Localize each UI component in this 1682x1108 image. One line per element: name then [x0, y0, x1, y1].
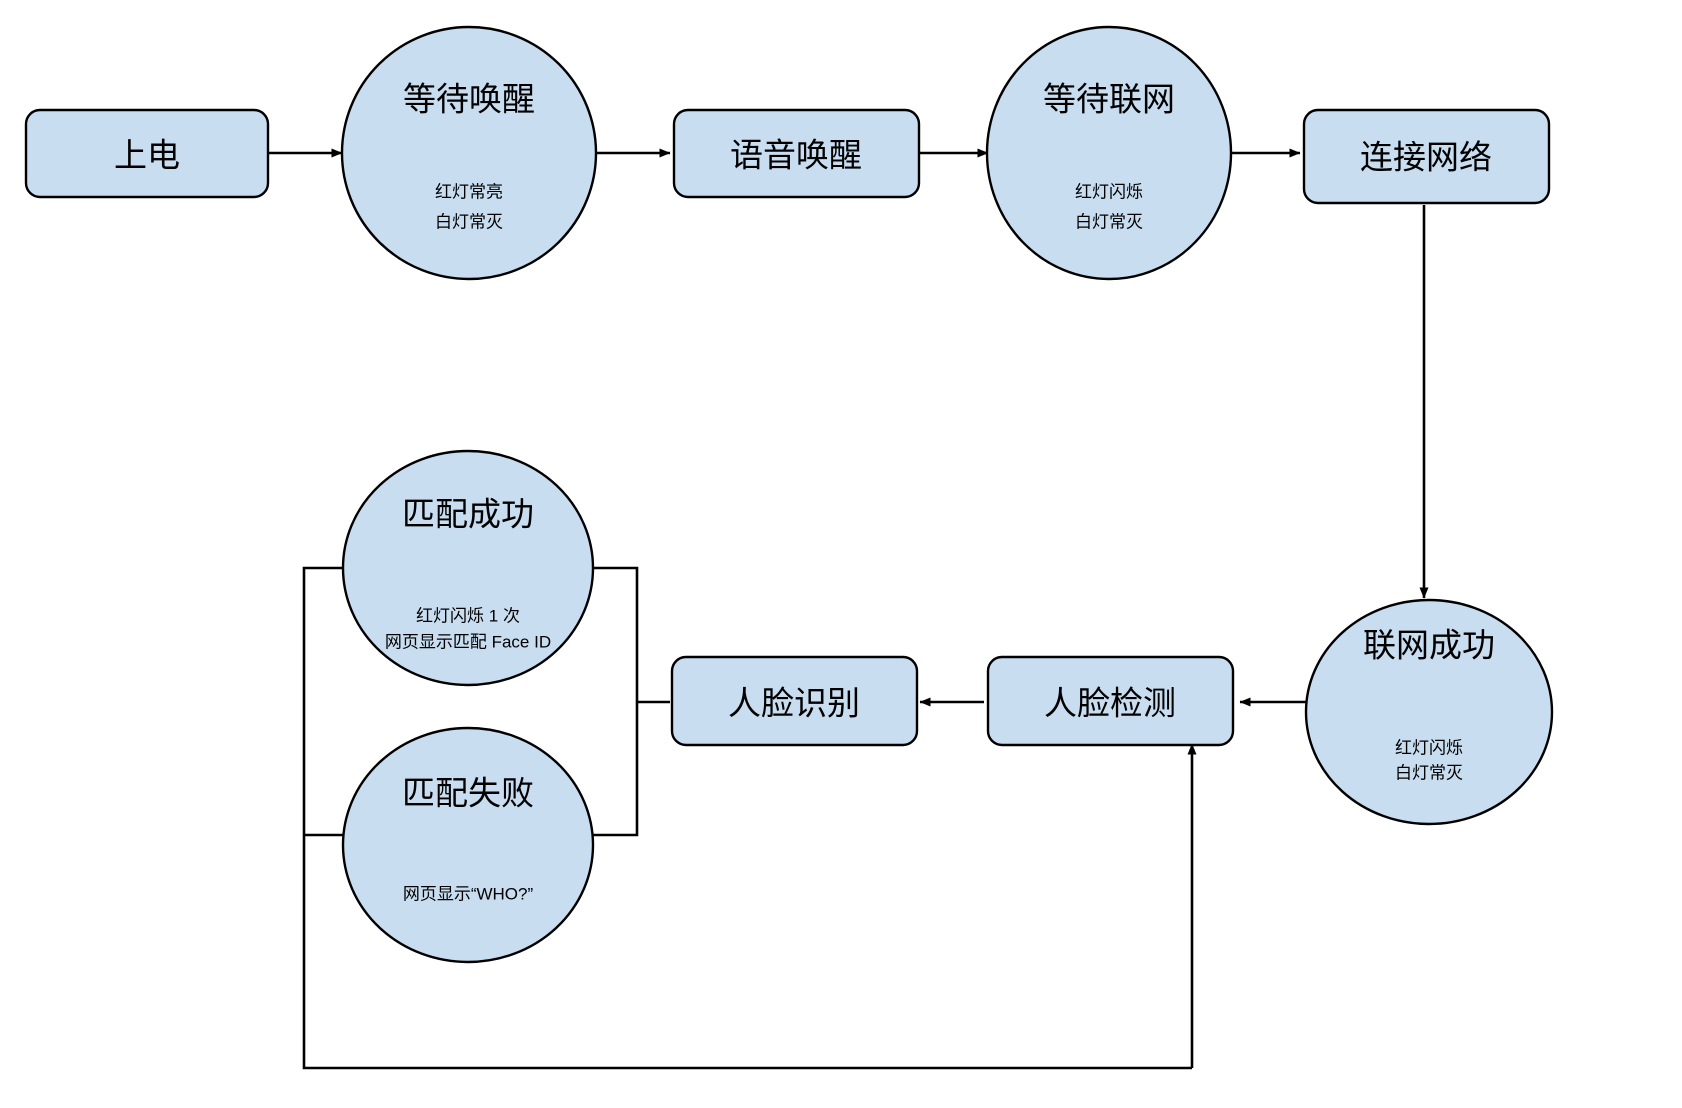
match-success-sub-line-1: 红灯闪烁 1 次 [416, 607, 520, 626]
match-fail-label: 匹配失败 [402, 775, 534, 812]
power-on-label: 上电 [114, 137, 180, 174]
network-success-label: 联网成功 [1363, 627, 1495, 664]
node-voice-wakeup[interactable]: 语音唤醒 [672, 108, 921, 199]
connect-network-shape[interactable] [1302, 108, 1551, 205]
match-success-label: 匹配成功 [402, 496, 534, 533]
node-power-on[interactable]: 上电 [24, 108, 270, 199]
node-face-detect[interactable]: 人脸检测 [986, 655, 1235, 747]
node-wait-network[interactable]: 等待联网 红灯闪烁 白灯常灭 [985, 25, 1233, 281]
node-connect-network[interactable]: 连接网络 [1302, 108, 1551, 205]
wait-wakeup-sub-line-1: 红灯常亮 [435, 183, 503, 202]
network-success-sub-line-1: 红灯闪烁 [1395, 739, 1463, 758]
match-fail-shape[interactable] [341, 726, 595, 964]
voice-wakeup-shape[interactable] [672, 108, 921, 199]
network-success-shape[interactable] [1304, 598, 1554, 826]
match-success-shape[interactable] [341, 449, 595, 687]
wait-wakeup-shape[interactable] [340, 25, 598, 281]
node-face-recognize[interactable]: 人脸识别 [670, 655, 919, 747]
network-success-sub-line-2: 白灯常灭 [1395, 764, 1463, 783]
node-match-success[interactable]: 匹配成功 红灯闪烁 1 次 网页显示匹配 Face ID [341, 449, 595, 687]
wait-network-shape[interactable] [985, 25, 1233, 281]
wait-network-sub-line-1: 红灯闪烁 [1075, 183, 1143, 202]
wait-wakeup-sub-line-2: 白灯常灭 [435, 213, 503, 232]
node-network-success[interactable]: 联网成功 红灯闪烁 白灯常灭 [1304, 598, 1554, 826]
edge-match-fail-feedback-left [302, 566, 1192, 1070]
face-detect-label: 人脸检测 [1044, 685, 1176, 722]
wait-network-sub-line-2: 白灯常灭 [1075, 213, 1143, 232]
face-recognize-shape[interactable] [670, 655, 919, 747]
match-success-sub-line-2: 网页显示匹配 Face ID [385, 633, 551, 652]
power-on-shape[interactable] [24, 108, 270, 199]
voice-wakeup-label: 语音唤醒 [730, 137, 862, 174]
node-wait-wakeup[interactable]: 等待唤醒 红灯常亮 白灯常灭 [340, 25, 598, 281]
edge-face-recognize-to-match-branches [593, 566, 670, 837]
face-recognize-label: 人脸识别 [728, 685, 860, 722]
node-match-fail[interactable]: 匹配失败 网页显示“WHO?” [341, 726, 595, 964]
match-fail-sub-line-1: 网页显示“WHO?” [403, 885, 534, 904]
edges-layer [268, 148, 1429, 1070]
connect-network-label: 连接网络 [1360, 139, 1492, 176]
wait-wakeup-label: 等待唤醒 [403, 81, 535, 118]
face-detect-shape[interactable] [986, 655, 1235, 747]
wait-network-label: 等待联网 [1043, 81, 1175, 118]
